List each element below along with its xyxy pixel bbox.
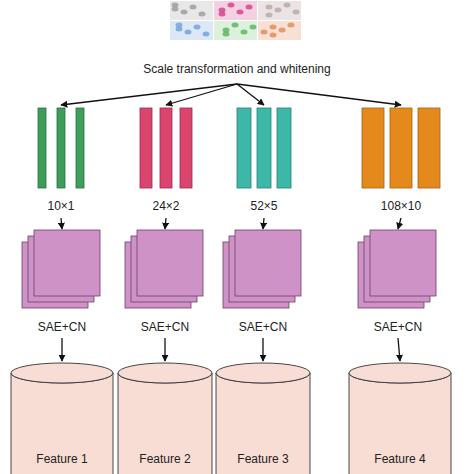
cell-blob [199, 12, 206, 17]
cell-blob [266, 5, 273, 10]
scale-bars: 108×10 [362, 106, 440, 216]
cell-blob [270, 25, 277, 30]
node-label: Feature 2 [107, 452, 223, 466]
node-label: Feature 3 [205, 452, 321, 466]
flow-arrow [237, 84, 264, 105]
node-label: 10×1 [28, 199, 94, 213]
feature-store: Feature 2 [117, 362, 213, 474]
flow-arrow [263, 218, 264, 229]
cell-blob [232, 23, 239, 28]
cell-blob [279, 28, 286, 33]
image-tile [258, 1, 301, 20]
feature-map [34, 230, 100, 296]
scale-bars: 24×2 [140, 106, 192, 216]
image-tile [170, 1, 213, 20]
node-label: 108×10 [352, 199, 450, 213]
feature-bar [237, 108, 251, 188]
feature-store: Feature 3 [215, 362, 311, 474]
cell-blob [261, 30, 268, 35]
feature-bar [57, 108, 65, 188]
flow-arrow [237, 84, 401, 105]
cell-blob [266, 13, 273, 18]
feature-bar [38, 108, 46, 188]
flow-arrow [61, 338, 62, 361]
node-label: 52×5 [227, 199, 301, 213]
feature-map [370, 230, 436, 296]
image-tile [258, 21, 301, 40]
cylinder-top [349, 363, 451, 383]
feature-bar [390, 108, 412, 188]
feature-bar [180, 108, 192, 188]
cell-blob [250, 25, 257, 30]
cell-blob [223, 32, 230, 37]
sae-block: SAE+CN [358, 230, 438, 336]
flow-arrow [398, 218, 401, 229]
flow-arrow [165, 218, 166, 229]
cell-blob [241, 30, 248, 35]
input-image: Scale transformation and whitening [130, 0, 344, 82]
cell-blob [194, 25, 201, 30]
cell-blob [190, 5, 197, 10]
scale-bars: 10×1 [38, 106, 84, 216]
node-label: SAE+CN [213, 320, 313, 334]
node-label: 24×2 [130, 199, 202, 213]
node-label: Scale transformation and whitening [120, 62, 354, 76]
node-label: Feature 1 [0, 452, 124, 466]
cell-blob [275, 8, 282, 13]
image-tile [214, 1, 257, 20]
sae-block: SAE+CN [22, 230, 102, 336]
feature-bar [277, 108, 291, 188]
flow-arrow [398, 338, 400, 361]
node-label: SAE+CN [348, 320, 448, 334]
cell-blob [246, 5, 253, 10]
image-tile [170, 21, 213, 40]
image-tile [214, 21, 257, 40]
cell-blob [172, 7, 179, 12]
cylinder-top [11, 363, 113, 383]
flow-arrow [262, 338, 263, 361]
flow-arrow [164, 338, 165, 361]
cell-blob [293, 10, 300, 15]
feature-bar [160, 108, 172, 188]
cell-blob [270, 33, 277, 38]
cell-blob [228, 3, 235, 8]
feature-bar [362, 108, 384, 188]
node-label: Feature 4 [338, 452, 462, 466]
cell-blob [185, 30, 192, 35]
cylinder-top [118, 363, 212, 383]
scale-bars: 52×5 [237, 106, 291, 216]
feature-store: Feature 4 [348, 362, 452, 474]
feature-bar [257, 108, 271, 188]
cell-blob [219, 12, 226, 17]
flow-arrow [166, 84, 237, 105]
feature-store: Feature 1 [10, 362, 114, 474]
cylinder-top [216, 363, 310, 383]
cell-blob [176, 27, 183, 32]
feature-bar [76, 108, 84, 188]
feature-bar [418, 108, 440, 188]
node-label: SAE+CN [12, 320, 112, 334]
sae-block: SAE+CN [223, 230, 303, 336]
feature-map [235, 230, 301, 296]
cell-blob [203, 32, 210, 37]
feature-map [137, 230, 203, 296]
cell-blob [288, 23, 295, 28]
cell-blob [181, 10, 188, 15]
node-label: SAE+CN [115, 320, 215, 334]
flow-arrow [61, 84, 237, 105]
flow-arrow [61, 218, 62, 229]
cell-blob [284, 3, 291, 8]
cell-blob [237, 10, 244, 15]
feature-bar [140, 108, 152, 188]
sae-block: SAE+CN [125, 230, 205, 336]
